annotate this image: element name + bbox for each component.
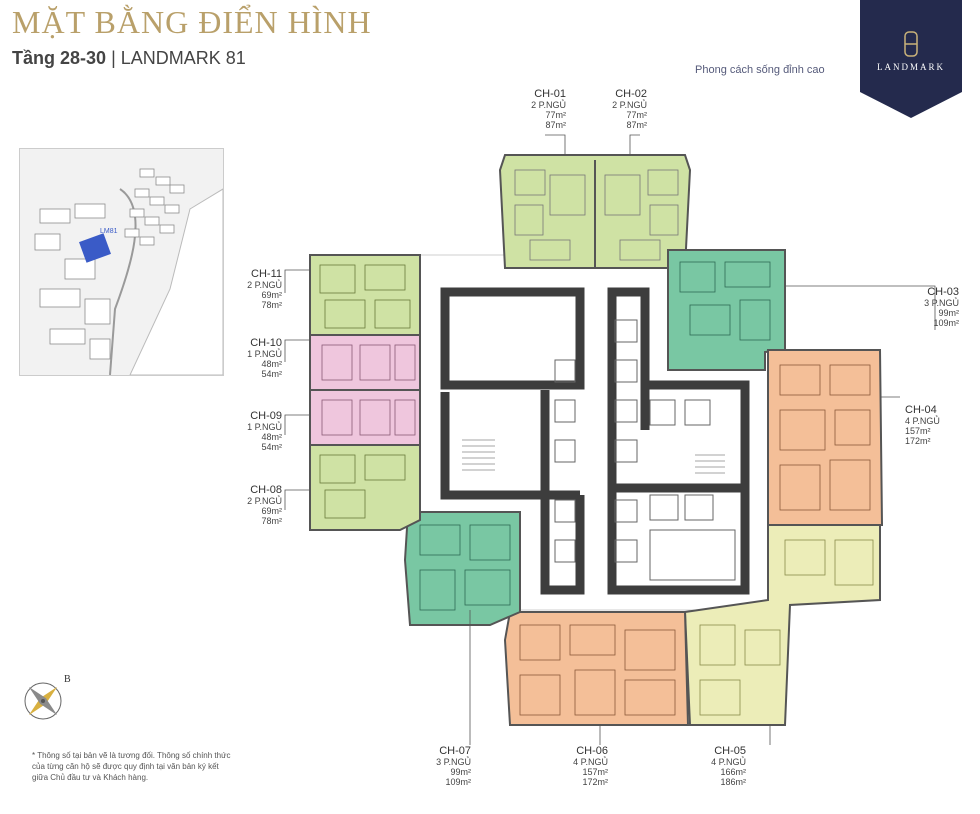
unit-label-ch04: CH-04 4 P.NGỦ 157m² 172m²	[905, 404, 955, 446]
unit-ch11-block	[309, 254, 421, 336]
unit-area-net: 69m²	[261, 290, 282, 300]
unit-area-net: 77m²	[545, 110, 566, 120]
core-walls	[440, 287, 750, 595]
unit-ch05-block	[683, 524, 881, 726]
unit-area-gross: 87m²	[545, 120, 566, 130]
unit-label-ch09: CH-09 1 P.NGỦ 48m² 54m²	[236, 410, 282, 452]
unit-bedrooms: 4 P.NGỦ	[573, 757, 608, 767]
stairs	[462, 439, 725, 474]
unit-area-gross: 78m²	[261, 516, 282, 526]
unit-label-ch06: CH-06 4 P.NGỦ 157m² 172m²	[562, 745, 608, 787]
unit-bedrooms: 2 P.NGỦ	[612, 100, 647, 110]
unit-label-ch11: CH-11 2 P.NGỦ 69m² 78m²	[236, 268, 282, 310]
floor-range: Tầng 28-30	[12, 48, 107, 68]
unit-area-gross: 54m²	[261, 369, 282, 379]
elevator-shafts	[554, 319, 736, 581]
unit-bedrooms: 1 P.NGỦ	[247, 422, 282, 432]
unit-area-net: 157m²	[905, 426, 931, 436]
unit-ch10-ch09-block	[309, 334, 421, 446]
unit-area-gross: 172m²	[905, 436, 931, 446]
unit-code: CH-06	[576, 745, 608, 757]
unit-code: CH-08	[250, 484, 282, 496]
unit-area-gross: 186m²	[720, 777, 746, 787]
unit-area-net: 69m²	[261, 506, 282, 516]
unit-area-net: 166m²	[720, 767, 746, 777]
subtitle-separator: |	[111, 48, 116, 68]
unit-code: CH-02	[615, 88, 647, 100]
unit-ch08-block	[309, 444, 421, 531]
unit-area-net: 48m²	[261, 432, 282, 442]
unit-code: CH-11	[251, 268, 282, 280]
unit-code: CH-10	[250, 337, 282, 349]
unit-code: CH-01	[534, 88, 566, 100]
unit-area-net: 48m²	[261, 359, 282, 369]
unit-area-gross: 172m²	[582, 777, 608, 787]
unit-ch07-block	[403, 511, 521, 626]
page-subtitle: Tầng 28-30 | LANDMARK 81	[12, 48, 246, 69]
site-key-map: LM81	[19, 148, 224, 376]
unit-area-gross: 54m²	[261, 442, 282, 452]
unit-area-net: 77m²	[626, 110, 647, 120]
unit-code: CH-04	[905, 404, 937, 416]
unit-label-ch03: CH-03 3 P.NGỦ 99m² 109m²	[913, 286, 959, 328]
unit-label-ch02: CH-02 2 P.NGỦ 77m² 87m²	[607, 88, 647, 130]
unit-code: CH-03	[927, 286, 959, 298]
unit-bedrooms: 4 P.NGỦ	[905, 416, 940, 426]
unit-code: CH-05	[714, 745, 746, 757]
unit-bedrooms: 2 P.NGỦ	[247, 280, 282, 290]
site-highlight-marker	[79, 233, 111, 263]
unit-area-net: 157m²	[582, 767, 608, 777]
compass-north-label: B	[64, 674, 71, 685]
unit-bedrooms: 1 P.NGỦ	[247, 349, 282, 359]
landmark-logo: LANDMARK	[860, 0, 962, 118]
unit-area-gross: 109m²	[933, 318, 959, 328]
unit-bedrooms: 2 P.NGỦ	[531, 100, 566, 110]
unit-bedrooms: 3 P.NGỦ	[924, 298, 959, 308]
tagline: Phong cách sống đỉnh cao	[695, 64, 825, 76]
unit-code: CH-07	[439, 745, 471, 757]
unit-area-net: 99m²	[450, 767, 471, 777]
logo-wordmark: LANDMARK	[876, 62, 945, 72]
unit-bedrooms: 2 P.NGỦ	[247, 496, 282, 506]
unit-label-ch10: CH-10 1 P.NGỦ 48m² 54m²	[236, 337, 282, 379]
unit-ch03-block	[667, 249, 786, 371]
page-title: MẶT BẰNG ĐIỂN HÌNH	[12, 4, 372, 40]
unit-ch04-block	[767, 349, 884, 526]
unit-ch01-ch02-block	[498, 154, 692, 269]
unit-area-net: 99m²	[938, 308, 959, 318]
site-marker-label: LM81	[100, 228, 118, 235]
unit-ch06-block	[503, 611, 690, 726]
unit-area-gross: 109m²	[445, 777, 471, 787]
unit-area-gross: 78m²	[261, 300, 282, 310]
logo-badge-shape	[860, 0, 962, 118]
unit-bedrooms: 4 P.NGỦ	[711, 757, 746, 767]
footnote: * Thông số tại bản vẽ là tương đối. Thôn…	[32, 751, 231, 782]
leader-lines	[284, 134, 936, 745]
unit-code: CH-09	[250, 410, 282, 422]
unit-bedrooms: 3 P.NGỦ	[436, 757, 471, 767]
unit-label-ch01: CH-01 2 P.NGỦ 77m² 87m²	[526, 88, 566, 130]
unit-label-ch05: CH-05 4 P.NGỦ 166m² 186m²	[700, 745, 746, 787]
unit-label-ch07: CH-07 3 P.NGỦ 99m² 109m²	[425, 745, 471, 787]
building-name: LANDMARK 81	[120, 48, 246, 68]
unit-label-ch08: CH-08 2 P.NGỦ 69m² 78m²	[236, 484, 282, 526]
compass-icon	[18, 676, 68, 726]
unit-area-gross: 87m²	[626, 120, 647, 130]
